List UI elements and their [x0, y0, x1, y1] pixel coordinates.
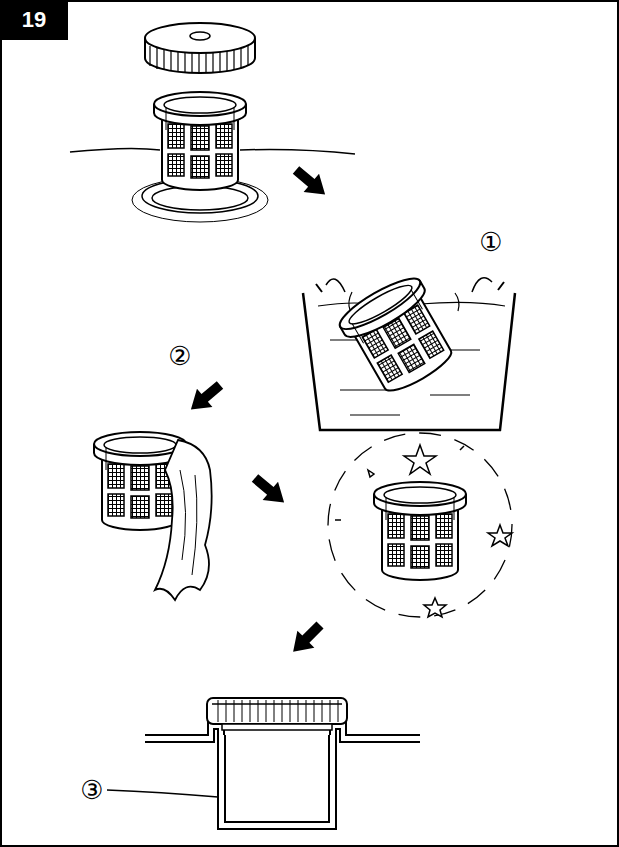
figure-number: 19 [22, 7, 46, 33]
callout-number: ② [168, 343, 191, 369]
callout-number: ① [479, 229, 502, 255]
callout-number: ③ [80, 777, 103, 803]
figure-number-box: 19 [0, 0, 68, 40]
